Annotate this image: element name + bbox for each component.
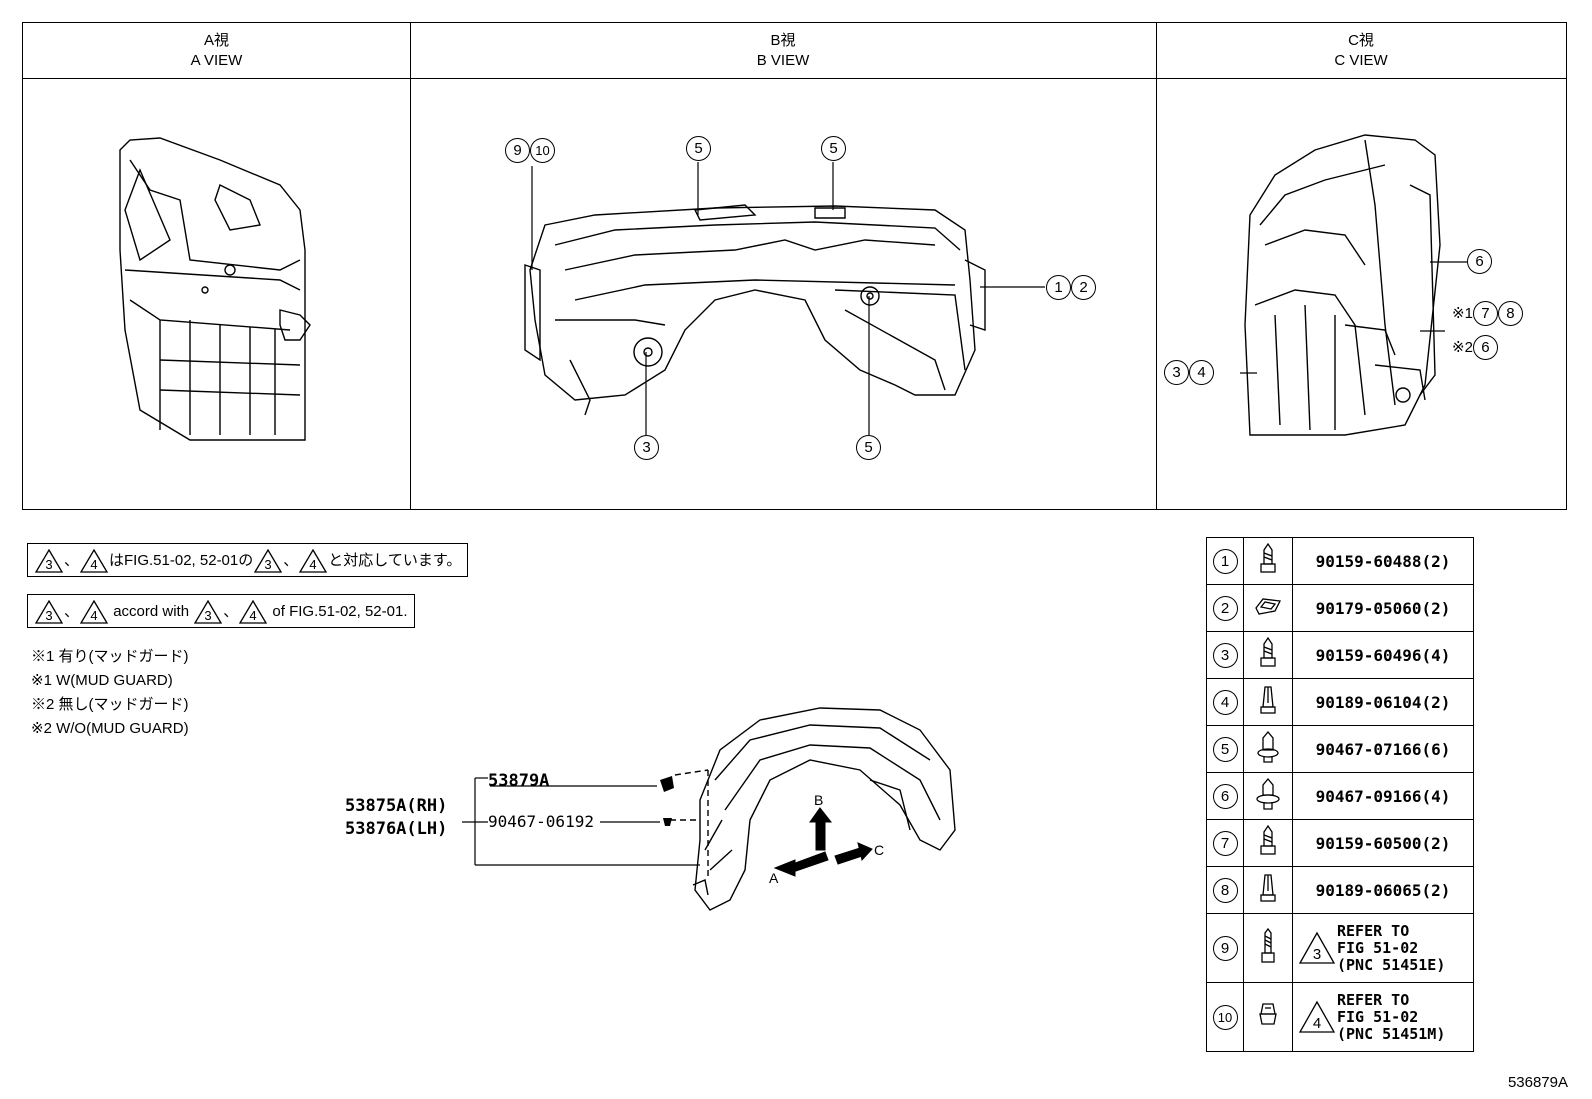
refer-cell: 3 REFER TO FIG 51-02 (PNC 51451E) [1293, 921, 1473, 974]
view-c-title-jp: C視 [1348, 32, 1374, 49]
note-english: 3、4 accord with 3、4 of FIG.51-02, 52-01. [27, 594, 415, 628]
view-b-panel: B視 B VIEW [410, 23, 1157, 509]
table-row: 2 90179-05060(2) [1206, 584, 1474, 632]
part-number: 90467-07166(6) [1292, 725, 1474, 773]
legend: ※1 有り(マッドガード) ※1 W(MUD GUARD) ※2 無し(マッドガ… [31, 645, 189, 741]
fender-liner-drawing [462, 707, 956, 911]
refer-cell: 4 REFER TO FIG 51-02 (PNC 51451M) [1293, 990, 1473, 1043]
svg-text:4: 4 [90, 608, 97, 623]
svg-text:4: 4 [310, 557, 317, 572]
part-number: 90159-60488(2) [1292, 537, 1474, 585]
svg-text:3: 3 [265, 557, 272, 572]
view-b-title-en: B VIEW [756, 52, 810, 69]
b-callout-5-bottom: 5 [856, 435, 881, 460]
triangle-4-icon: 4 [299, 548, 328, 573]
triangle-4-icon: 4 [1298, 1000, 1336, 1033]
rivet-icon [1243, 678, 1293, 726]
table-row: 10 4 REFER TO FIG 51-02 (PNC 51451M) [1206, 982, 1474, 1052]
table-row: 4 90189-06104(2) [1206, 678, 1474, 726]
part-number: 90159-60496(4) [1292, 631, 1474, 679]
view-a-title-jp: A視 [203, 32, 229, 49]
view-c-header: C視 C VIEW [1156, 23, 1566, 79]
views-frame: A視 A VIEW B視 B VIEW C視 C VIEW [22, 22, 1567, 510]
arrow-label-b: B [814, 792, 824, 808]
bolt-icon [1243, 537, 1293, 585]
refer-text: REFER TO FIG 51-02 (PNC 51451M) [1337, 990, 1446, 1043]
view-a-title-en: A VIEW [190, 52, 243, 69]
view-c-title-en: C VIEW [1334, 52, 1388, 69]
triangle-4-icon: 4 [79, 599, 109, 624]
b-callout-5-top-right: 5 [821, 136, 846, 161]
view-a-panel: A視 A VIEW [23, 23, 411, 509]
view-c-panel: C視 C VIEW [1156, 23, 1566, 509]
legend-item: ※1 有り(マッドガード) [31, 648, 189, 665]
table-row: 6 90467-09166(4) [1206, 772, 1474, 820]
svg-text:3: 3 [45, 608, 52, 623]
view-c-leaders [1240, 261, 1467, 374]
triangle-3-icon: 3 [1298, 931, 1336, 964]
view-c-drawing [1244, 134, 1441, 436]
view-b-drawing [524, 204, 986, 415]
triangle-3-icon: 3 [34, 599, 64, 624]
svg-text:4: 4 [250, 608, 257, 623]
table-row: 1 90159-60488(2) [1206, 537, 1474, 585]
clip-icon [1243, 772, 1293, 820]
triangle-3-icon: 3 [34, 548, 64, 573]
refer-text: REFER TO FIG 51-02 (PNC 51451E) [1337, 921, 1446, 974]
rivet-icon [1243, 866, 1293, 914]
bolt-icon [1243, 819, 1293, 867]
screw-icon [1243, 913, 1293, 983]
arrow-label-a: A [769, 870, 779, 886]
svg-text:4: 4 [90, 557, 97, 572]
svg-text:4: 4 [1313, 1015, 1321, 1032]
svg-text:3: 3 [45, 557, 52, 572]
c-callout-6: 6 [1467, 249, 1492, 274]
arrow-label-c: C [874, 842, 885, 858]
svg-text:3: 3 [1313, 946, 1321, 963]
view-b-title-jp: B視 [770, 32, 796, 49]
view-b-header: B視 B VIEW [410, 23, 1156, 79]
table-row: 5 90467-07166(6) [1206, 725, 1474, 773]
part-label-lh: 53876A(LH) [345, 819, 448, 839]
bolt-icon [1243, 631, 1293, 679]
part-label-53879a: 53879A [488, 771, 550, 791]
part-number: 90467-09166(4) [1292, 772, 1474, 820]
svg-text:3: 3 [205, 608, 212, 623]
nut-icon [1243, 584, 1293, 632]
legend-item: ※2 無し(マッドガード) [31, 696, 189, 713]
triangle-4-icon: 4 [79, 548, 109, 573]
part-number: 90179-05060(2) [1292, 584, 1474, 632]
grommet-icon [1243, 982, 1293, 1052]
part-label-clip: 90467-06192 [488, 812, 594, 831]
clip-icon [1243, 725, 1293, 773]
legend-item: ※1 W(MUD GUARD) [31, 672, 173, 689]
part-label-rh: 53875A(RH) [345, 796, 448, 816]
view-b-leaders [531, 162, 1045, 435]
table-row: 9 3 REFER TO FIG 51-02 (PNC 51451E) [1206, 913, 1474, 983]
view-a-header: A視 A VIEW [23, 23, 410, 79]
part-number: 90189-06065(2) [1292, 866, 1474, 914]
diagram-number: 536879A [1507, 1074, 1568, 1091]
triangle-3-icon: 3 [254, 548, 283, 573]
table-row: 8 90189-06065(2) [1206, 866, 1474, 914]
table-row: 3 90159-60496(4) [1206, 631, 1474, 679]
triangle-3-icon: 3 [194, 599, 223, 624]
triangle-4-icon: 4 [239, 599, 268, 624]
parts-table: 1 90159-60488(2) 2 90179-05060(2) 3 9015… [1206, 537, 1474, 1052]
b-callout-5-top-left: 5 [686, 136, 711, 161]
part-number: 90159-60500(2) [1292, 819, 1474, 867]
view-a-drawing [119, 137, 311, 441]
b-callout-3: 3 [634, 435, 659, 460]
table-row: 7 90159-60500(2) [1206, 819, 1474, 867]
legend-item: ※2 W/O(MUD GUARD) [31, 720, 189, 737]
part-number: 90189-06104(2) [1292, 678, 1474, 726]
